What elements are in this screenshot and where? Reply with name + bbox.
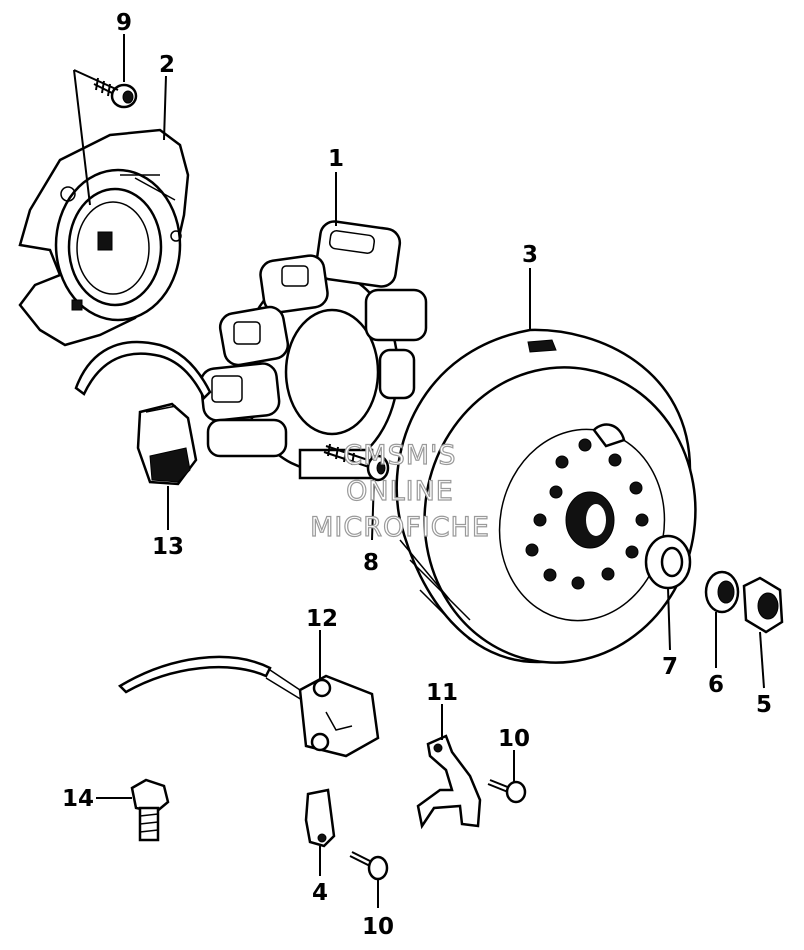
callout-2: 2 [159,52,175,78]
stator-base-plate [18,128,190,347]
bracket-part-4 [304,788,336,848]
callout-10-upper: 10 [498,726,530,752]
callout-4: 4 [312,880,328,906]
washer-part-7 [644,534,692,590]
callout-13: 13 [152,534,184,560]
screw-part-10-upper [487,779,527,804]
flywheel-rotor [395,328,697,664]
stator-coil [199,220,428,480]
watermark-line-2: ONLINE [346,476,454,507]
bolt-part-14 [130,778,170,842]
watermark-line-1: CMSM'S [343,440,456,471]
nut-part-5 [742,576,784,634]
callout-14: 14 [62,786,94,812]
lock-washer-part-6 [704,570,740,614]
watermark-line-3: MICROFICHE [310,512,490,543]
pulse-generator-part-12 [117,655,380,758]
bolt-part-8 [323,443,390,482]
screw-part-10-lower [349,851,389,881]
grommet-part-13 [136,402,198,486]
callout-9: 9 [116,10,132,36]
leader-lines [96,34,765,908]
callout-6: 6 [708,672,724,698]
watermark: CMSM'S ONLINE MICROFICHE [309,439,490,543]
callout-12: 12 [306,606,338,632]
callout-7: 7 [662,654,678,680]
bracket-part-11 [416,734,482,830]
callout-1: 1 [328,146,344,172]
callout-10-lower: 10 [362,914,394,940]
callout-11: 11 [426,680,458,706]
callout-5: 5 [756,692,772,718]
callout-3: 3 [522,242,538,268]
callout-8: 8 [363,550,379,576]
stator-wire [74,340,212,401]
